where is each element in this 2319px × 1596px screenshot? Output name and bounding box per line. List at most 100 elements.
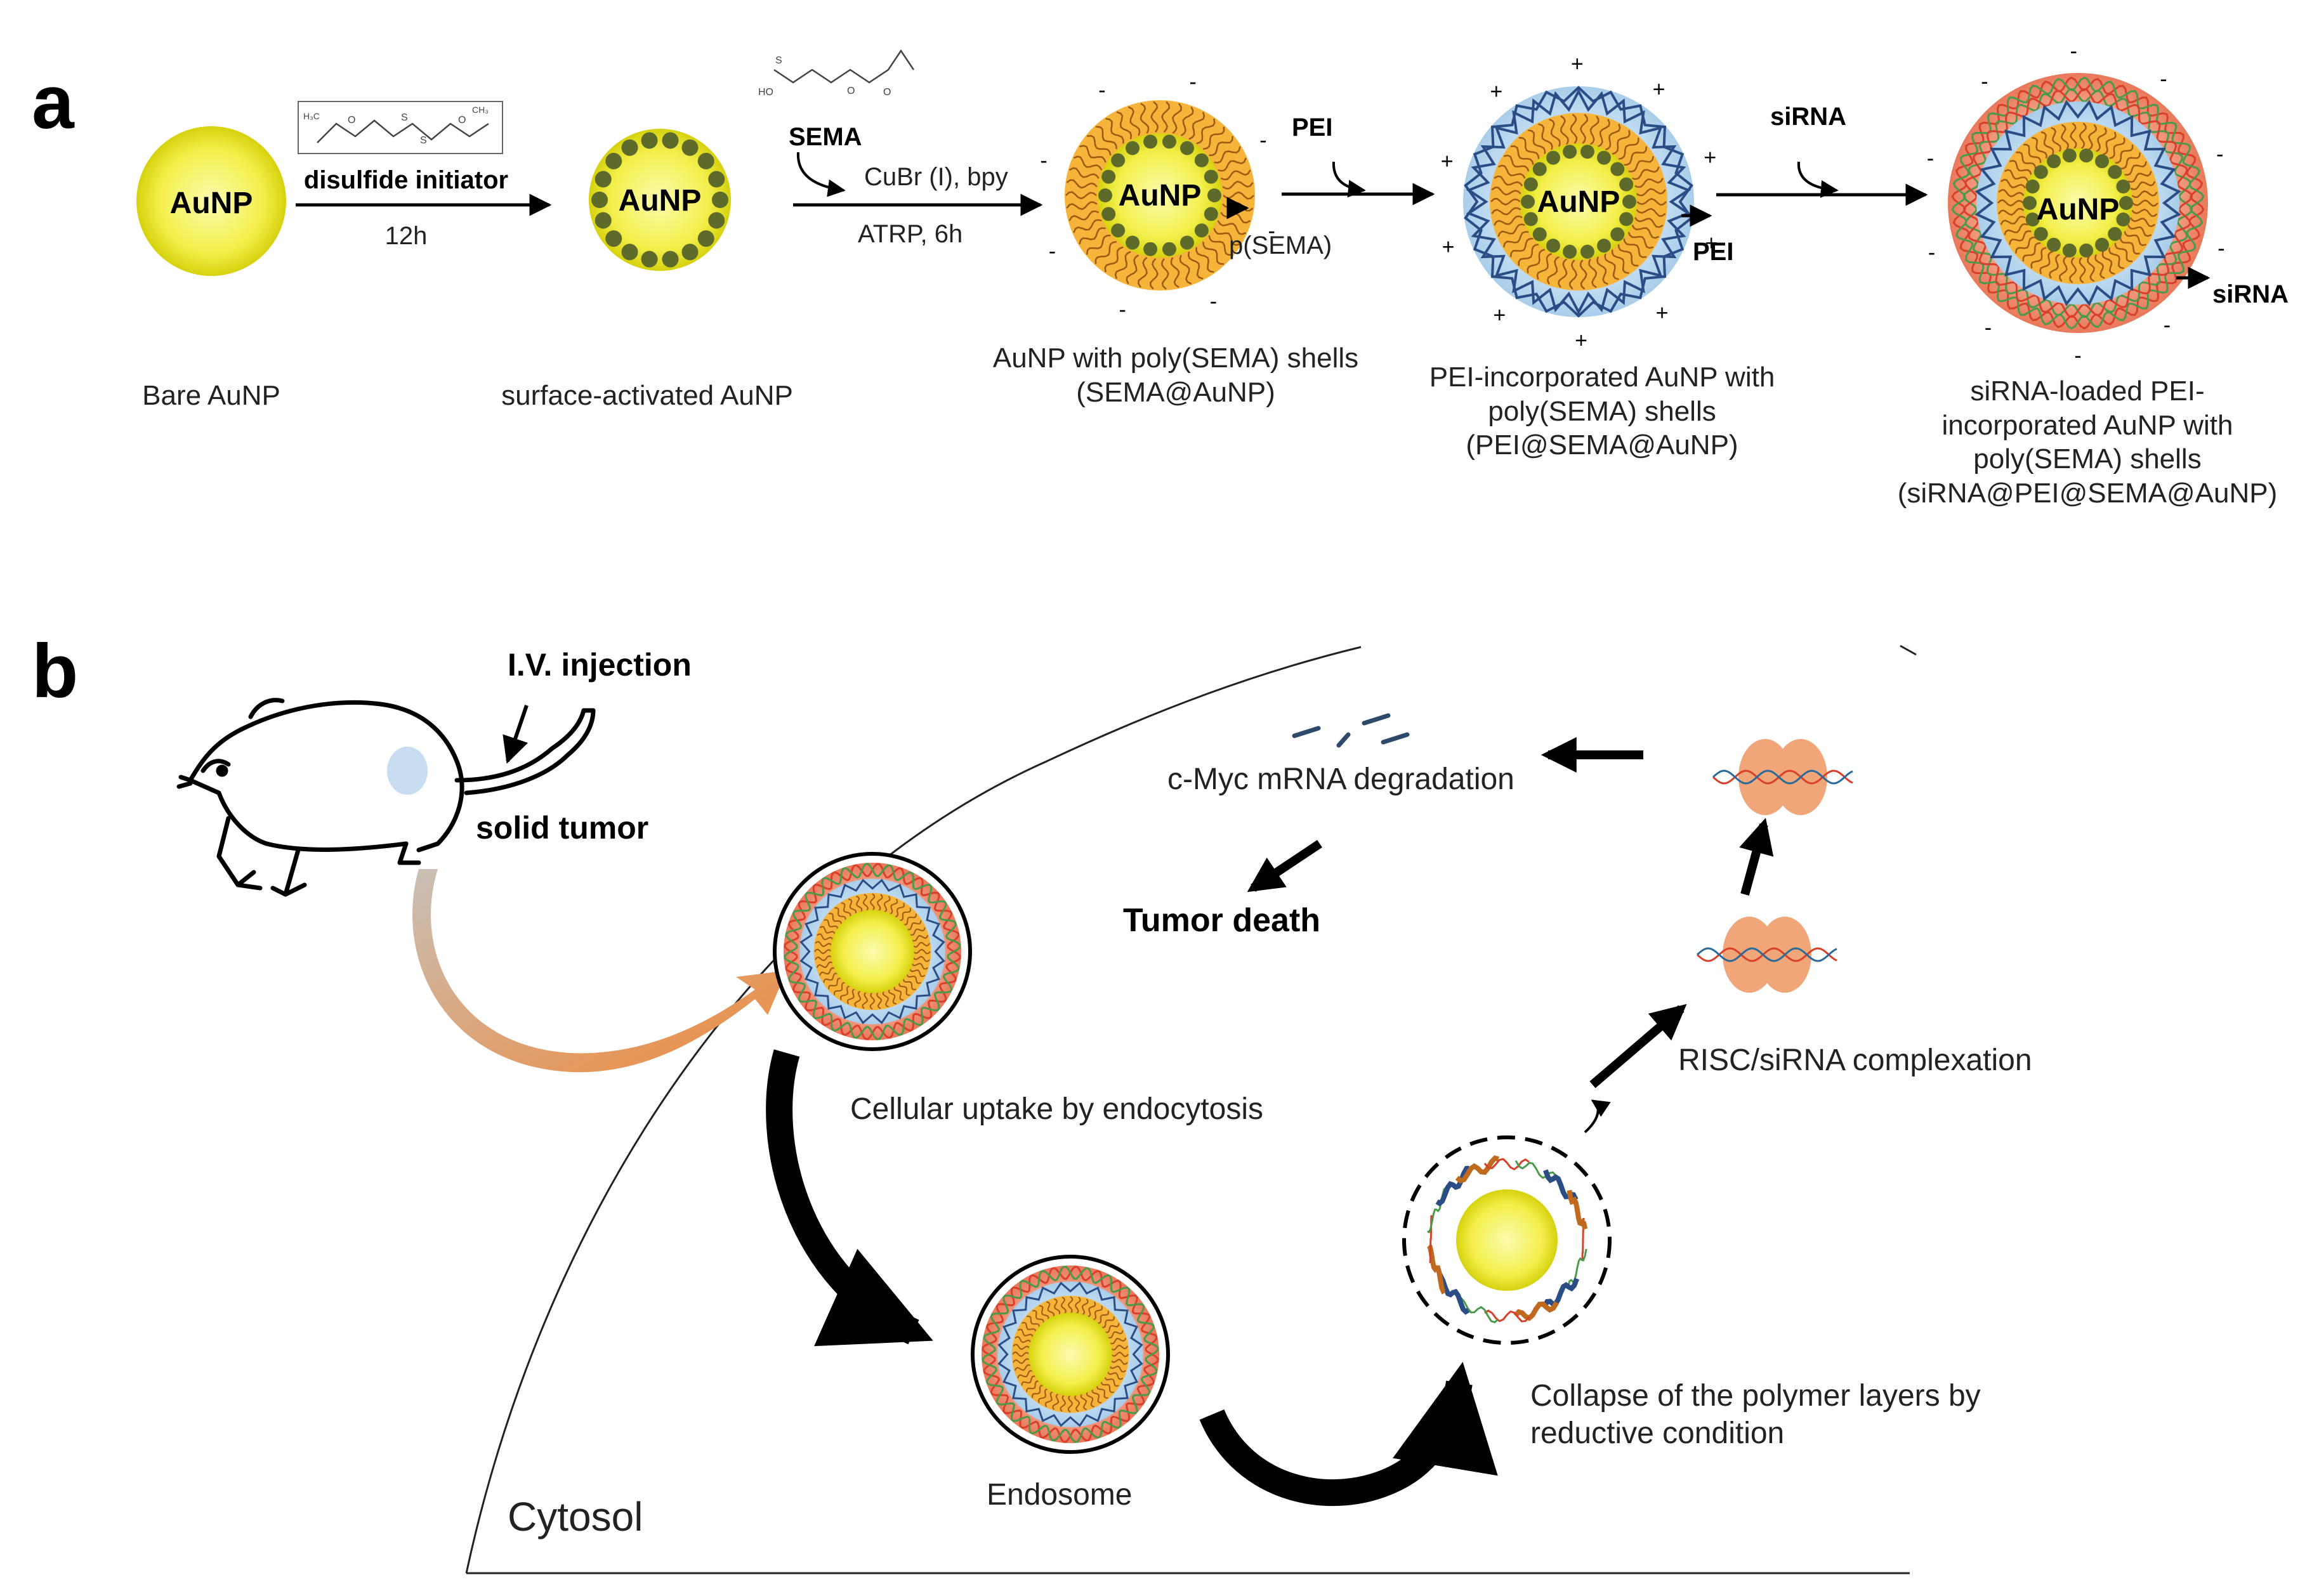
svg-text:CH₃: CH₃ [472,105,489,115]
svg-text:-: - [2216,143,2223,167]
sirna-charges: ---------- [1927,39,2225,368]
step3-reagent-label: PEI [1292,114,1333,141]
svg-text:HO: HO [758,87,773,98]
svg-text:+: + [1656,301,1669,325]
svg-text:O: O [883,87,891,98]
sirna-loaded-particle [1948,73,2208,333]
svg-text:-: - [1040,148,1047,173]
panel-a-letter: a [32,60,74,145]
mouse-sketch [176,698,596,897]
arrow-to-risc [1589,1004,1687,1089]
arrow-risc-up [1739,818,1774,896]
membrane-tick [1900,644,1917,656]
svg-text:-: - [1927,147,1934,171]
tumor-death-label: Tumor death [1123,902,1321,939]
svg-text:-: - [1049,240,1056,264]
svg-text:+: + [1704,146,1716,170]
risc-complex-upper [1712,739,1853,815]
svg-text:-: - [2074,344,2081,368]
pei-aunp-core [1520,143,1637,260]
endosome-particle [971,1255,1170,1454]
svg-text:-: - [1268,219,1275,244]
svg-text:S: S [775,55,782,66]
tumor-spot [387,747,428,795]
svg-text:S: S [401,112,408,123]
svg-text:+: + [1442,235,1455,259]
sirna-shell-label: siRNA [2212,280,2289,308]
svg-text:H₃C: H₃C [303,111,320,121]
svg-text:+: + [1441,150,1454,174]
svg-text:-: - [1259,128,1266,152]
aunp-label-2: AuNP [618,184,702,218]
pei-strands [1464,86,1693,318]
panel-b-scheme [176,644,1917,1574]
sirna-curved-arrow [1797,161,1839,198]
cytosol-label: Cytosol [508,1494,643,1540]
activated-aunp [589,129,731,271]
svg-text:-: - [1210,289,1217,313]
svg-text:-: - [1190,70,1197,94]
svg-text:+: + [1575,329,1587,353]
sema-initiator-dots [1098,134,1221,256]
panel-a-scheme: O S S O H₃C CH₃ HO S O O - - - - - - - - [136,39,2225,368]
release-arrow [1584,1099,1611,1134]
aunp-label-1: AuNP [169,186,253,220]
svg-text:-: - [1119,298,1126,322]
sema-charges: - - - - - - - - [1040,70,1275,322]
collapsed-particle [1402,1135,1612,1345]
aunp-label-3: AuNP [1118,179,1202,213]
svg-text:+: + [1490,79,1502,103]
psema-chains [1065,101,1254,290]
aunp-label-4: AuNP [1537,185,1620,219]
risc-label: RISC/siRNA complexation [1678,1043,2032,1077]
uptake-label: Cellular uptake by endocytosis [850,1092,1264,1126]
svg-text:+: + [1705,231,1718,255]
pei-initiator-dots [1521,145,1636,259]
svg-text:-: - [2070,39,2077,63]
step4-reagent-label: siRNA [1770,103,1847,131]
svg-text:+: + [1653,77,1665,101]
svg-text:-: - [1928,240,1935,265]
endosome-label: Endosome [987,1478,1133,1512]
psema-shell-label: p(SEMA) [1229,232,1332,259]
caption-bare-aunp: Bare AuNP [142,380,280,411]
iv-arrow [503,705,529,764]
pei-curved-arrow [1332,161,1366,198]
svg-text:O: O [348,115,355,126]
pei-charges: ++++++++++ [1441,52,1718,353]
svg-text:-: - [2217,237,2224,261]
arrow-to-collapse [1199,1361,1498,1507]
pei-psema-chains [1490,114,1667,290]
uptake-arrow [412,869,787,1073]
sema-aunp-core [1098,133,1222,258]
svg-text:O: O [847,86,855,96]
svg-text:-: - [1098,79,1105,103]
sema-structure: HO S O O [758,49,915,98]
svg-text:-: - [1985,316,1992,340]
caption-sema-aunp: AuNP with poly(SEMA) shells(SEMA@AuNP) [992,343,1359,408]
initiator-dots [591,132,728,268]
disulfide-initiator-structure: O S S O H₃C CH₃ [298,101,503,154]
degradation-label: c-Myc mRNA degradation [1167,762,1514,796]
aunp-label-5: AuNP [2036,193,2120,226]
bare-aunp [136,126,286,276]
step2-top-label: CuBr (I), bpy [864,163,1008,191]
sema-curved-arrow [796,152,846,197]
step2-bottom-label: ATRP, 6h [858,220,963,248]
panel-b-letter: b [32,629,79,714]
risc-complex-lower [1697,917,1837,993]
uptake-particle [773,852,972,1051]
caption-activated-aunp: surface-activated AuNP [501,380,793,411]
solid-tumor-label: solid tumor [476,810,649,846]
pei-shell-label: PEI [1693,238,1734,266]
iv-injection-label: I.V. injection [508,647,692,683]
step2-reagent-label: SEMA [789,123,862,151]
svg-text:+: + [1493,303,1506,327]
svg-text:-: - [2160,67,2167,91]
svg-text:O: O [458,115,466,126]
svg-text:-: - [2164,313,2171,337]
step1-top-label: disulfide initiator [303,166,509,194]
